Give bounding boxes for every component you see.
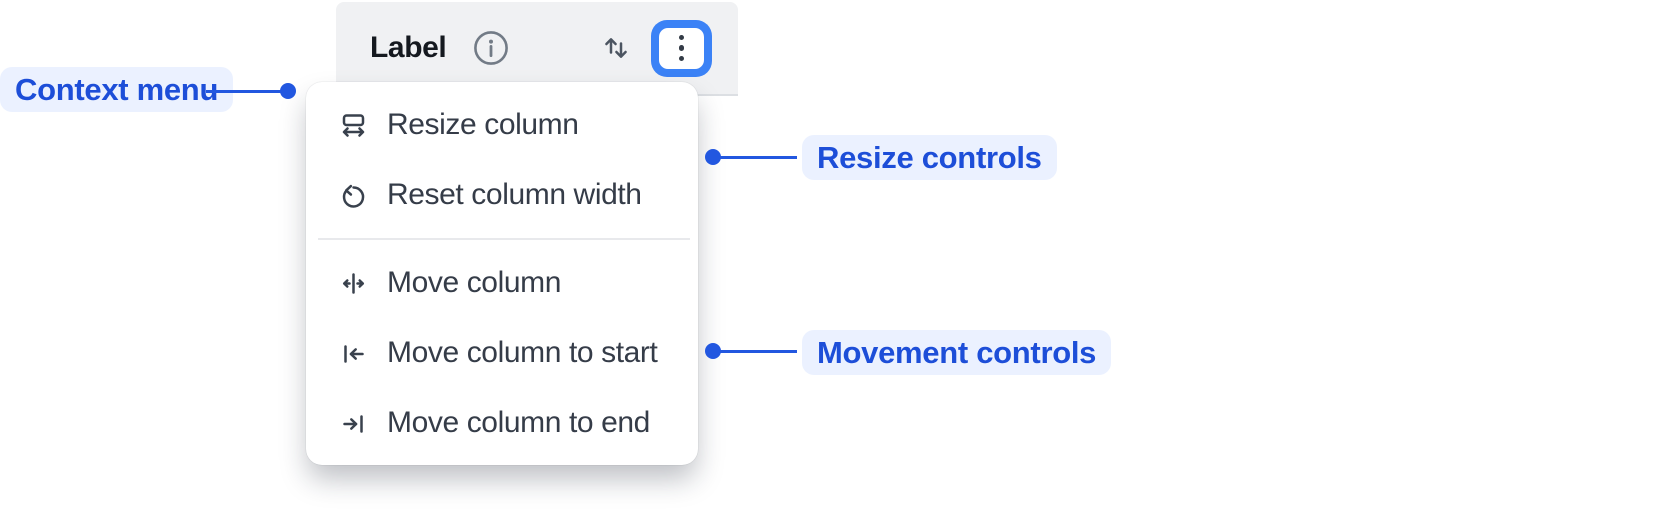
- info-icon[interactable]: [472, 29, 510, 67]
- menu-item-label: Reset column width: [387, 178, 642, 211]
- column-header-label: Label: [370, 31, 447, 64]
- annotation-connector-dot: [705, 149, 721, 165]
- menu-item-label: Move column to end: [387, 406, 650, 439]
- menu-item-resize-column[interactable]: Resize column: [306, 90, 698, 160]
- resize-column-icon: [337, 109, 370, 142]
- menu-item-label: Resize column: [387, 108, 579, 141]
- menu-item-reset-column-width[interactable]: Reset column width: [306, 160, 698, 230]
- annotation-connector-dot: [705, 343, 721, 359]
- annotation-connector-line: [719, 156, 797, 159]
- menu-item-move-column-to-start[interactable]: Move column to start: [306, 318, 698, 388]
- annotation-resize-controls: Resize controls: [802, 135, 1057, 180]
- column-more-button[interactable]: [659, 27, 704, 69]
- annotation-movement-controls: Movement controls: [802, 330, 1112, 375]
- annotation-connector-dot: [280, 83, 296, 99]
- column-header: Label: [336, 2, 738, 96]
- more-button-focus-ring: [651, 19, 712, 77]
- menu-item-move-column-to-end[interactable]: Move column to end: [306, 388, 698, 458]
- menu-item-label: Move column to start: [387, 336, 658, 369]
- column-context-menu: Resize column Reset column width: [306, 82, 698, 465]
- move-column-to-start-icon: [337, 337, 370, 370]
- reset-column-width-icon: [337, 179, 370, 212]
- sort-arrows-icon[interactable]: [601, 33, 631, 63]
- move-column-icon: [337, 267, 370, 300]
- annotation-context-menu: Context menu: [0, 67, 234, 112]
- more-vertical-icon: [678, 34, 685, 41]
- menu-item-move-column[interactable]: Move column: [306, 248, 698, 318]
- annotation-connector-line: [206, 90, 282, 93]
- menu-divider: [318, 238, 690, 240]
- menu-item-label: Move column: [387, 266, 562, 299]
- annotation-connector-line: [719, 350, 797, 353]
- move-column-to-end-icon: [337, 407, 370, 440]
